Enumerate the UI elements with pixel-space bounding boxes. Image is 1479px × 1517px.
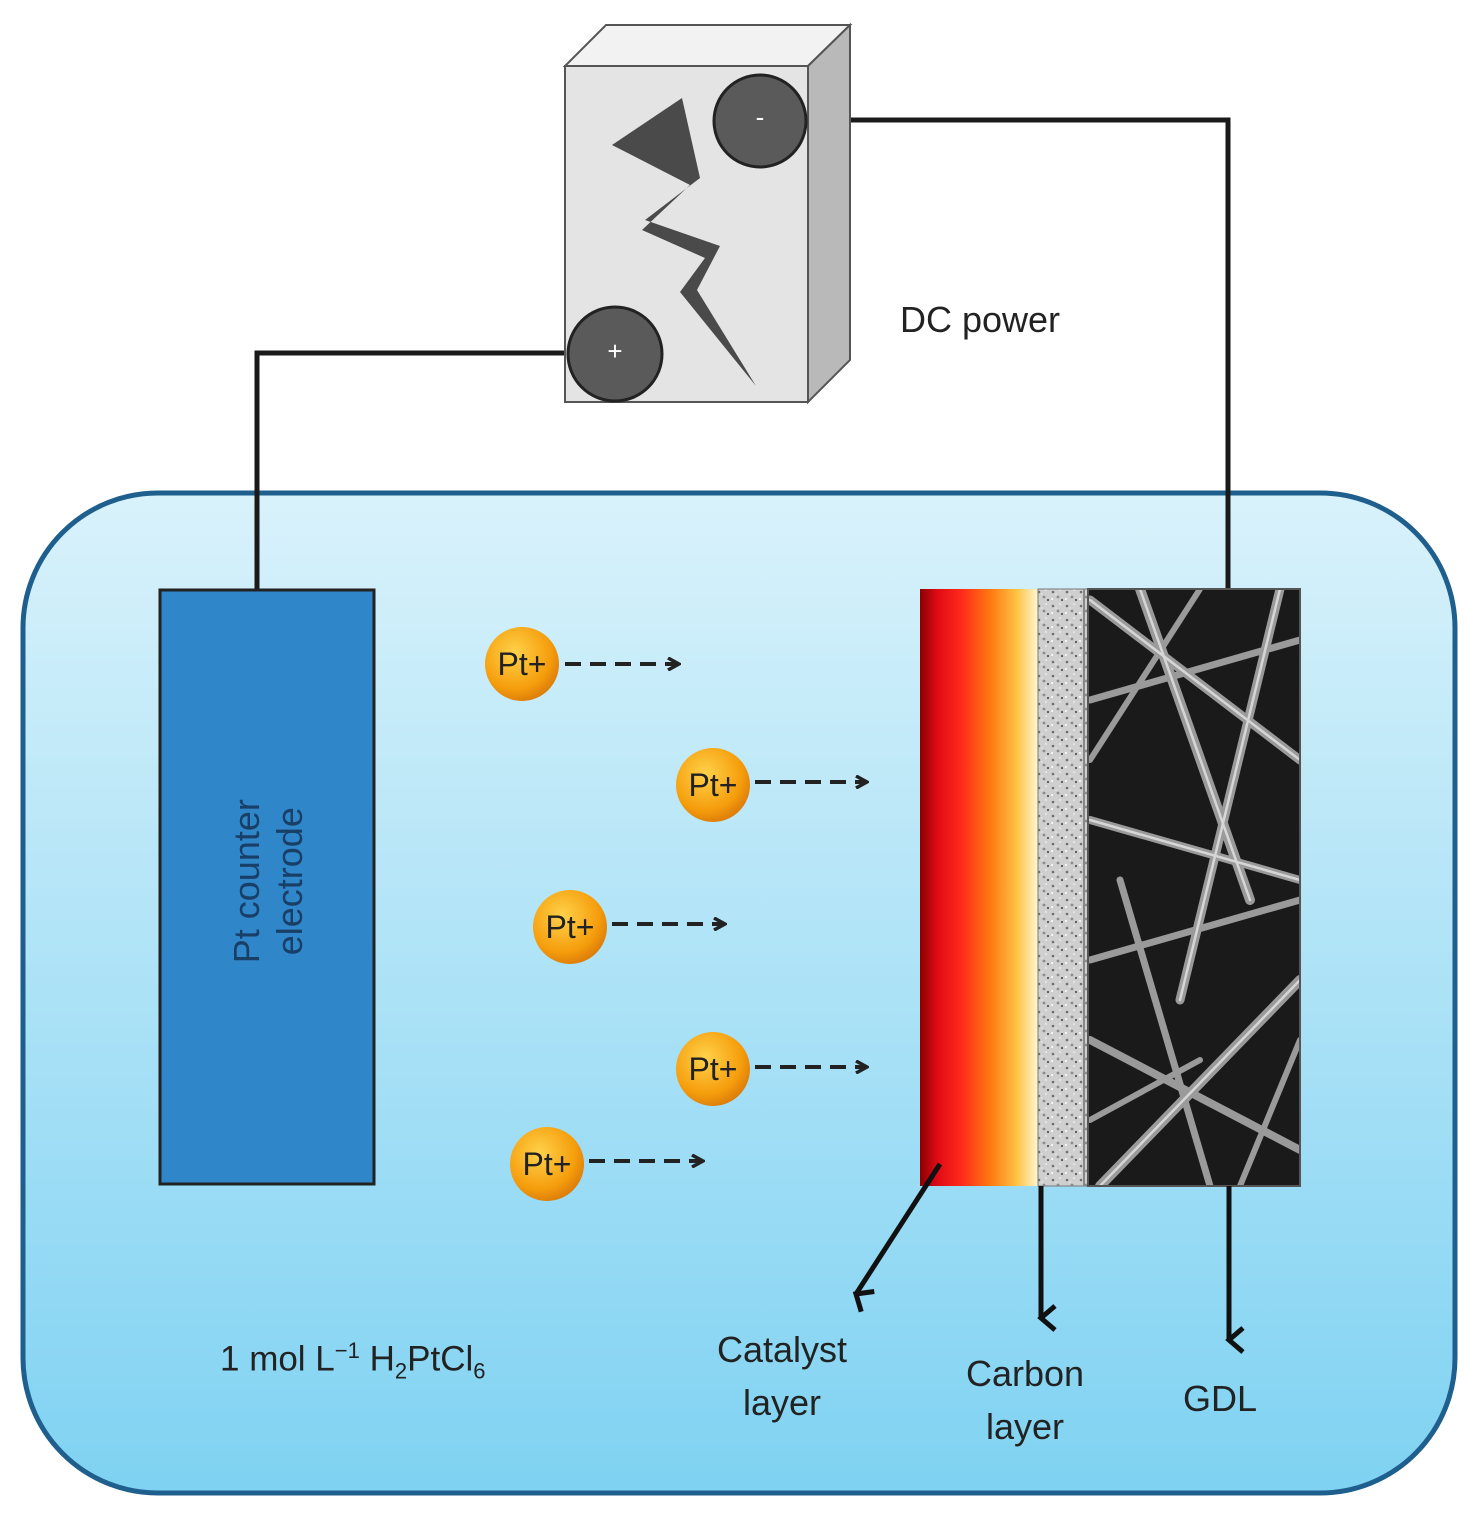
positive-terminal xyxy=(566,305,664,403)
carbon-label-line2: layer xyxy=(985,1406,1065,1448)
ion-label-5: Pt+ xyxy=(522,1146,572,1182)
carbon-layer-label: Carbon layer xyxy=(945,1352,1105,1448)
dc-power-label: DC power xyxy=(900,299,1061,340)
pt-ion-3 xyxy=(533,890,607,964)
counter-electrode-label: Pt counter electrode xyxy=(225,671,311,1091)
positive-terminal-label: + xyxy=(607,336,623,366)
counter-electrode-line2: electrode xyxy=(269,807,310,956)
electrolyte-sub-2: 2 xyxy=(394,1358,408,1384)
electrolyte-formula-ptcl: PtCl xyxy=(407,1339,474,1379)
electrolyte-exponent: −1 xyxy=(334,1338,360,1363)
pt-ion-5 xyxy=(510,1127,584,1201)
gdl-layer xyxy=(1088,589,1300,1186)
catalyst-layer-label: Catalyst layer xyxy=(702,1328,862,1424)
counter-electrode-line1: Pt counter xyxy=(225,799,267,964)
catalyst-label-line1: Catalyst xyxy=(716,1329,848,1370)
pt-counter-electrode xyxy=(158,588,376,1186)
ion-label-3: Pt+ xyxy=(545,909,595,945)
positive-wire xyxy=(254,350,570,590)
catalyst-pointer-arrow xyxy=(852,1162,943,1313)
electrolyte-concentration: 1 mol L xyxy=(220,1339,335,1379)
lightning-bolt-icon xyxy=(612,98,756,386)
negative-wire xyxy=(808,117,1231,590)
pt-ion-4 xyxy=(676,1032,750,1106)
gdl-label: GDL xyxy=(1182,1378,1258,1419)
ion-label-1: Pt+ xyxy=(497,646,547,682)
electrolyte-label: 1 mol L−1 H2PtCl6 xyxy=(220,1338,486,1385)
ion-label-2: Pt+ xyxy=(688,767,738,803)
carbon-layer xyxy=(1037,588,1089,1187)
catalyst-layer xyxy=(920,589,1038,1186)
carbon-label-line1: Carbon xyxy=(965,1353,1085,1394)
negative-terminal xyxy=(712,73,808,169)
pt-ion-1 xyxy=(485,627,559,701)
catalyst-label-line2: layer xyxy=(742,1382,822,1424)
negative-terminal-label: - xyxy=(755,102,765,132)
pt-ion-2 xyxy=(676,748,750,822)
electrolyte-sub-6: 6 xyxy=(473,1358,486,1384)
electrolyte-formula-h: H xyxy=(369,1339,395,1379)
ion-label-4: Pt+ xyxy=(688,1051,738,1087)
